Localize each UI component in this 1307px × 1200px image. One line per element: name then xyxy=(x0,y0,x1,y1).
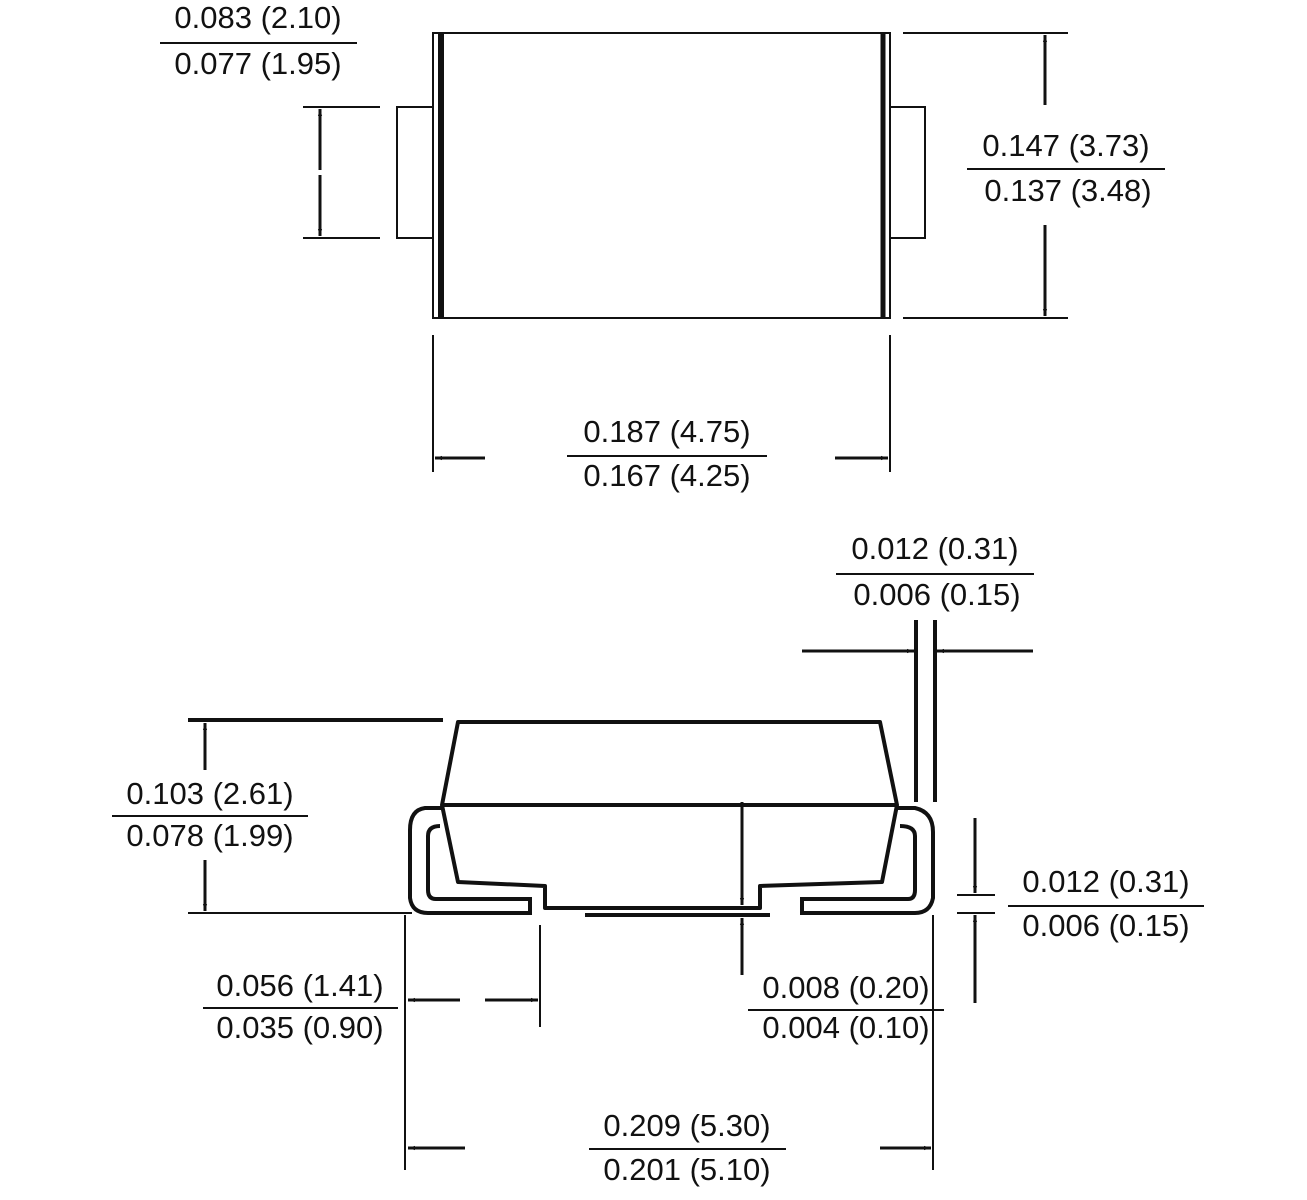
overall-height-min: 0.078 (1.99) xyxy=(126,818,293,853)
lead-thickness-side-max: 0.012 (0.31) xyxy=(1022,864,1189,899)
side-view: 0.103 (2.61) 0.078 (1.99) 0.012 (0.31) 0… xyxy=(112,531,1204,1187)
left-lead xyxy=(408,806,532,915)
right-lead-tab xyxy=(889,106,926,239)
foot-length-max: 0.056 (1.41) xyxy=(216,968,383,1003)
body-width-max: 0.147 (3.73) xyxy=(982,128,1149,163)
top-view: 0.083 (2.10) 0.077 (1.95) 0.147 (3.73) 0… xyxy=(160,0,1165,493)
body-profile xyxy=(440,720,899,910)
overall-height-max: 0.103 (2.61) xyxy=(126,776,293,811)
left-lead-tab xyxy=(396,106,434,239)
right-lead xyxy=(800,806,935,915)
standoff-min: 0.004 (0.10) xyxy=(762,1010,929,1045)
lead-thickness-top-min: 0.006 (0.15) xyxy=(853,577,1020,612)
foot-length-min: 0.035 (0.90) xyxy=(216,1010,383,1045)
lead-thickness-side-min: 0.006 (0.15) xyxy=(1022,908,1189,943)
body-length-min: 0.167 (4.25) xyxy=(583,458,750,493)
body-length-max: 0.187 (4.75) xyxy=(583,414,750,449)
lead-width-max: 0.083 (2.10) xyxy=(174,0,341,35)
lead-thickness-top-max: 0.012 (0.31) xyxy=(851,531,1018,566)
standoff-max: 0.008 (0.20) xyxy=(762,970,929,1005)
body-width-min: 0.137 (3.48) xyxy=(984,173,1151,208)
overall-length-min: 0.201 (5.10) xyxy=(603,1152,770,1187)
lead-width-min: 0.077 (1.95) xyxy=(174,46,341,81)
overall-length-max: 0.209 (5.30) xyxy=(603,1108,770,1143)
body-outline xyxy=(432,32,891,319)
